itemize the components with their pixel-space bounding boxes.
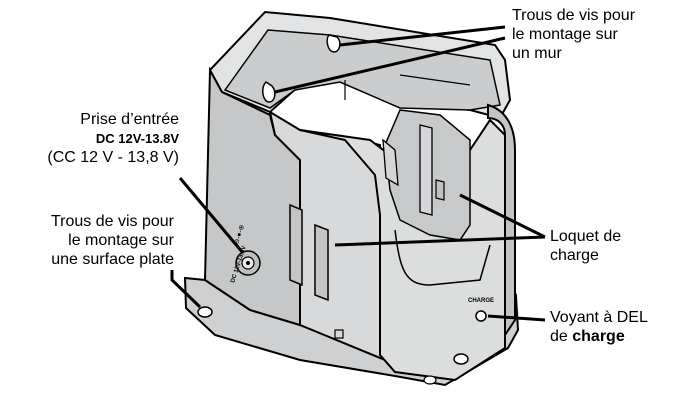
body-left-side <box>203 66 301 327</box>
label-flat-mount-line3: une surface plate <box>51 251 174 268</box>
label-charge-led-bold: charge <box>572 328 625 345</box>
wall-keyhole-2 <box>261 81 276 103</box>
leader-input-jack <box>178 177 245 254</box>
front-slot <box>289 203 303 287</box>
base-screw-hole-right <box>453 353 469 365</box>
charge-marking: CHARGE <box>468 298 494 304</box>
charge-led <box>475 310 487 322</box>
label-wall-mount-line1: Trous de vis pour <box>512 7 636 24</box>
leader-led <box>487 314 546 322</box>
base-screw-hole-left <box>197 306 213 318</box>
label-input-jack-line3: (CC 12 V - 13,8 V) <box>47 149 179 166</box>
leader-latch-2 <box>334 235 546 247</box>
label-charge-latch-line1: Loquet de <box>550 228 622 245</box>
label-charge-latch-line2: charge <box>550 247 599 264</box>
label-flat-mount-line2: le montage sur <box>68 232 174 249</box>
label-flat-mount: Trous de vis pour le montage sur une sur… <box>51 212 174 269</box>
label-charge-led-line2: de charge <box>550 327 648 346</box>
label-wall-mount-line2: le montage sur <box>512 26 618 43</box>
leader-flat-mount <box>170 270 202 309</box>
wall-keyhole-1 <box>326 34 341 53</box>
label-input-jack: Prise d’entrée DC 12V-13.8V (CC 12 V - 1… <box>47 110 179 167</box>
base-screw-hole-front <box>423 375 437 385</box>
right-rim <box>487 103 516 339</box>
label-charge-led-line1: Voyant à DEL <box>550 309 648 326</box>
label-charge-latch: Loquet de charge <box>550 227 621 265</box>
label-wall-mount: Trous de vis pour le montage sur un mur <box>512 6 635 63</box>
leader-wall-1 <box>339 25 506 47</box>
label-input-jack-line1: Prise d’entrée <box>80 111 179 128</box>
leader-latch <box>459 193 546 239</box>
label-input-jack-line2: DC 12V-13.8V <box>95 131 179 146</box>
label-wall-mount-line3: un mur <box>512 45 562 62</box>
label-charge-led-prefix: de <box>550 328 573 345</box>
leader-wall-2 <box>274 36 506 94</box>
label-flat-mount-line1: Trous de vis pour <box>50 213 174 230</box>
label-charge-led: Voyant à DEL de charge <box>550 308 648 346</box>
